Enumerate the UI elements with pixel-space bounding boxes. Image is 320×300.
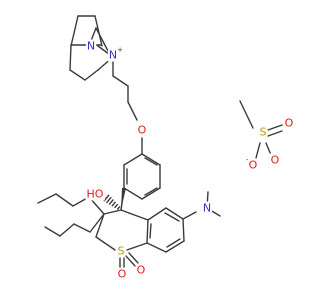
ether-oxygen-atom: O	[138, 124, 147, 137]
atom-label-background	[116, 244, 126, 258]
mesylate-oxygen-atom: O	[271, 154, 280, 167]
benzo-bond	[147, 207, 167, 221]
butyl-bond	[73, 223, 91, 233]
atom-label-background	[247, 158, 259, 172]
ring-bond	[146, 219, 149, 244]
butyl-bond	[89, 213, 105, 233]
cage-bond	[70, 15, 79, 47]
cage-bond	[94, 15, 103, 47]
bond-lines	[37, 15, 283, 269]
mesyl-bond	[265, 142, 272, 156]
atom-label-background	[136, 123, 148, 137]
butyl-bond	[59, 223, 75, 237]
benzo-double-bond	[164, 212, 180, 222]
mesyl-double-bond	[267, 130, 283, 137]
mesylate-sulfur-atom: S	[260, 126, 267, 139]
atom-label-background	[201, 201, 213, 215]
butyl-bond	[37, 193, 57, 204]
linker-bond	[127, 101, 138, 121]
sulfone-double-bond	[125, 255, 136, 267]
cage-bond	[69, 69, 86, 81]
atom-label-background	[283, 116, 295, 130]
ring-sulfur-atom: S	[118, 245, 125, 258]
atom-label-background	[258, 125, 268, 139]
phenyl-double-bond	[144, 187, 158, 196]
hydroxyl-group: HO	[87, 188, 104, 201]
sulfone-oxygen-atom: O	[137, 264, 146, 277]
mesyl-bond	[255, 142, 261, 159]
ring-bond	[126, 242, 148, 251]
benzo-bond	[182, 218, 185, 242]
atom-label-background	[116, 267, 128, 281]
amine-bond	[182, 211, 197, 220]
nitrogen-cation-atom: N	[109, 49, 117, 62]
cage-bond	[95, 27, 109, 52]
benzo-double-bond	[166, 238, 181, 248]
wedge-bond	[121, 188, 126, 210]
sulfone-oxygen-atom: O	[118, 268, 127, 281]
atom-label-background	[135, 263, 147, 277]
atom-label-background	[85, 39, 97, 53]
dimethylamino-nitrogen: N	[203, 202, 211, 215]
benzo-bond	[146, 242, 167, 253]
hashed-bond	[116, 206, 121, 210]
sulfone-double-bond	[128, 252, 139, 264]
mesylate-oxygen-anion: O	[249, 159, 258, 172]
phenyl-bond	[141, 187, 161, 200]
benzo-bond	[165, 240, 185, 253]
benzo-bond	[165, 207, 184, 220]
negative-charge: -	[246, 156, 249, 164]
positive-charge: +	[117, 46, 123, 54]
hashed-bond	[108, 199, 114, 205]
atom-label-background	[269, 153, 281, 167]
ring-bond	[103, 209, 122, 215]
mesylate-oxygen-atom: O	[285, 117, 294, 130]
hashed-bond	[106, 196, 112, 204]
cage-bond	[69, 44, 72, 71]
cage-bond	[84, 69, 99, 81]
phenyl-bond	[141, 153, 161, 166]
mesyl-bond	[239, 100, 254, 129]
nitrogen-atom: N	[87, 40, 95, 53]
linker-bond	[112, 75, 129, 87]
ring-bond	[95, 213, 105, 238]
ring-bond	[95, 236, 116, 251]
hashed-bond	[114, 203, 119, 209]
hashed-bond	[111, 201, 116, 207]
hashed-bond	[103, 194, 110, 202]
stereo-bonds	[103, 188, 126, 210]
phenyl-bond	[123, 187, 143, 200]
phenyl-double-bond	[144, 157, 158, 166]
atom-label-background	[107, 48, 119, 62]
butyl-bond	[55, 193, 74, 207]
ring-bond	[120, 209, 149, 221]
benzo-double-bond	[149, 223, 152, 239]
atom-label-background	[85, 187, 105, 201]
mesyl-double-bond	[267, 124, 283, 131]
butyl-bond	[44, 226, 61, 237]
phenyl-bond	[123, 153, 143, 166]
